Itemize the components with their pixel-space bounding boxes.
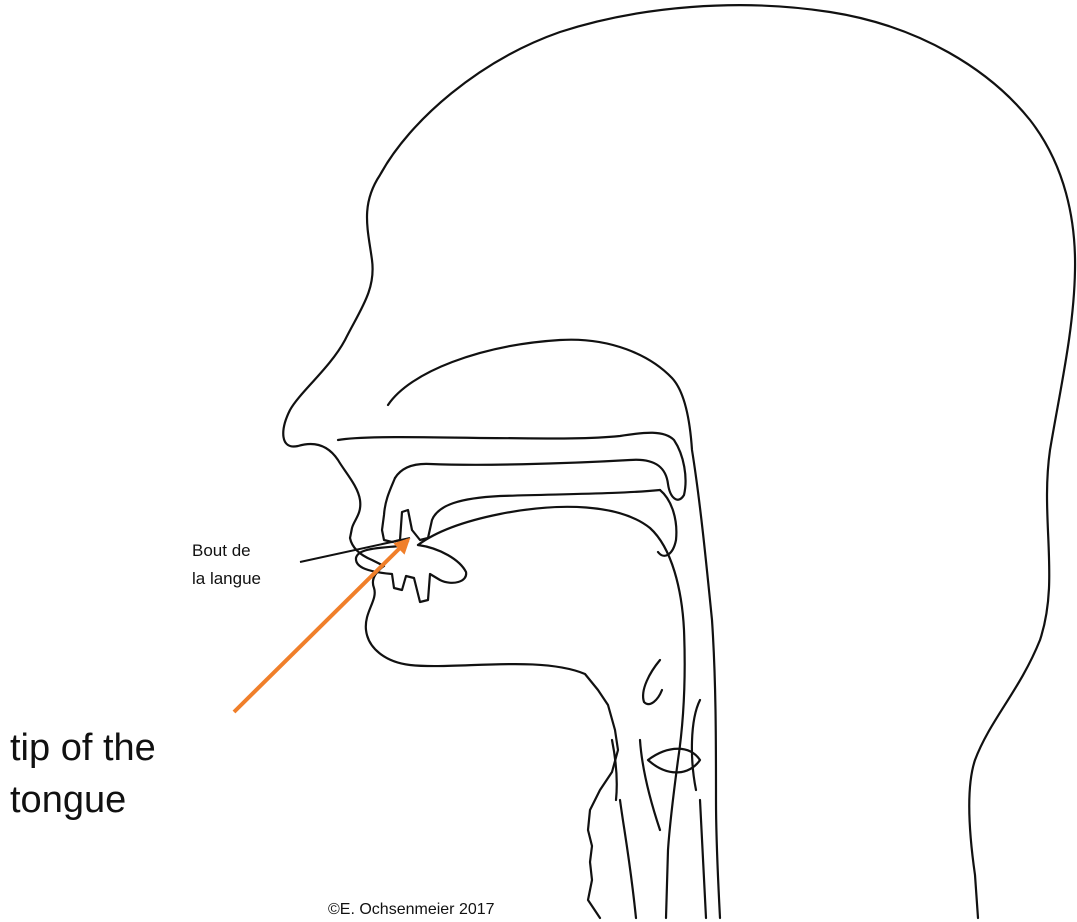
tongue [418, 507, 685, 918]
epiglottis [643, 660, 662, 704]
english-label-line1: tip of the [10, 727, 156, 769]
trachea [620, 800, 706, 918]
soft-palate [658, 490, 676, 556]
head-outline [283, 5, 1075, 918]
english-label-line2: tongue [10, 779, 126, 821]
tip-arrow [234, 540, 408, 712]
french-label-line2: la langue [192, 569, 261, 588]
copyright-text: ©E. Ochsenmeier 2017 [328, 901, 495, 918]
french-label-line1: Bout de [192, 541, 251, 560]
larynx [612, 700, 700, 830]
